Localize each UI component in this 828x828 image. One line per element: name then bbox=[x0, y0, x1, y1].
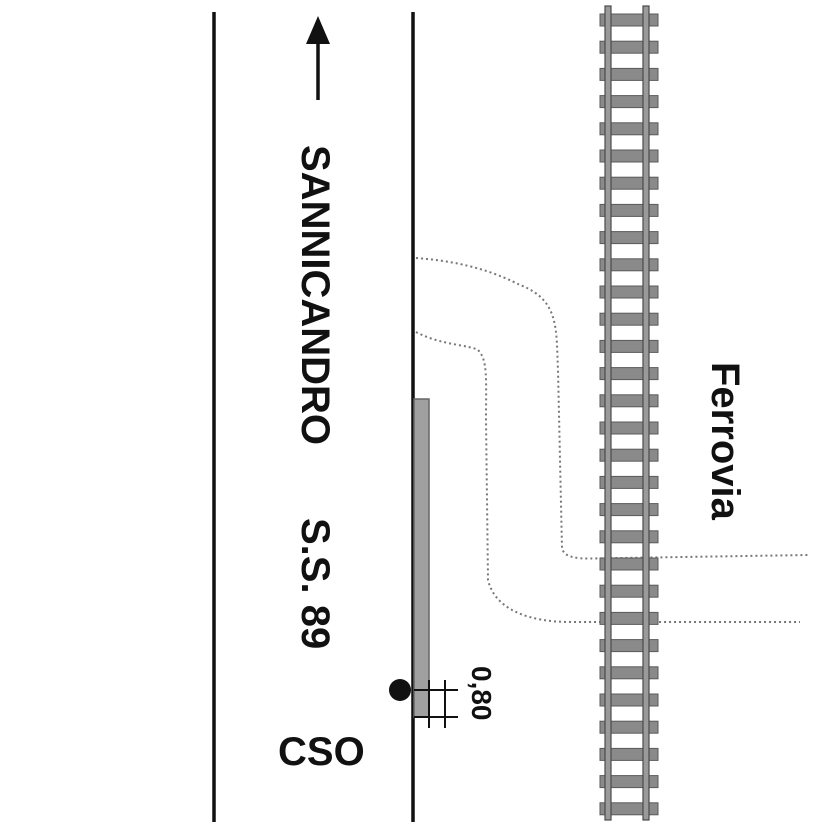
sidewalk-strip bbox=[413, 398, 430, 718]
rail-line bbox=[604, 5, 612, 821]
railway-label: Ferrovia bbox=[703, 362, 747, 521]
boundary-dotted-path-upper bbox=[415, 257, 809, 560]
dimension-marker bbox=[414, 680, 458, 728]
rail-line bbox=[642, 5, 650, 821]
station-label: CSO bbox=[278, 730, 365, 774]
railway-track bbox=[599, 5, 659, 821]
direction-arrow-icon bbox=[306, 16, 330, 100]
road-code-label: S.S. 89 bbox=[293, 518, 337, 649]
reference-point-marker bbox=[389, 679, 411, 701]
dimension-label: 0,80 bbox=[466, 666, 497, 721]
road-name-label: SANNICANDRO bbox=[293, 145, 337, 445]
